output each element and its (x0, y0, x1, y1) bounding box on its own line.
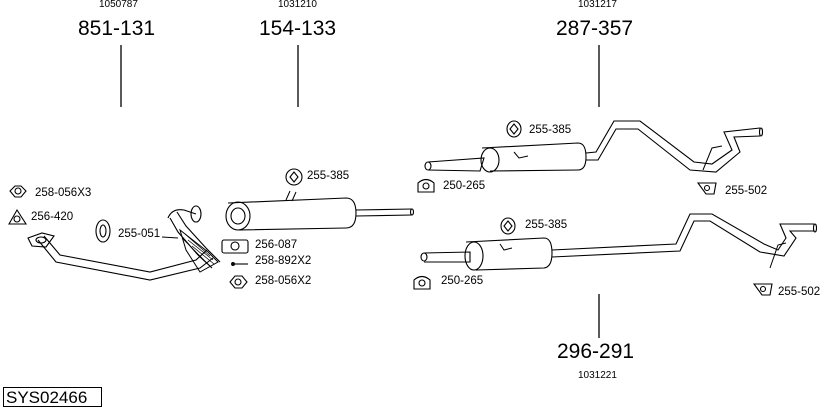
leader-255-051 (161, 236, 179, 239)
bolt-icon-258-892 (231, 262, 248, 266)
label-255-051: 255-051 (118, 228, 161, 240)
front-pipe (37, 205, 221, 281)
part-number-2: 154-133 (259, 17, 337, 40)
clamp-icon-255-051 (95, 219, 111, 243)
nut-icon-left (9, 185, 27, 198)
system-code-box: SYS02466 (3, 387, 102, 407)
bracket-icon-lower-255-502 (752, 283, 773, 296)
part-ref-2: 1031210 (278, 0, 317, 10)
label-250-265-lower: 250-265 (441, 275, 484, 287)
label-258-056x3: 258-056X3 (35, 187, 92, 199)
label-258-892x2: 258-892X2 (255, 255, 312, 267)
clamp-icon-lower-250-265 (413, 275, 431, 290)
bracket-icon-upper-255-502 (696, 182, 717, 195)
part-ref-3: 1031217 (578, 0, 617, 10)
label-256-420: 256-420 (31, 211, 74, 223)
part-ref-4: 1031221 (578, 370, 617, 381)
part-number-3: 287-357 (556, 17, 634, 40)
part-ref-1: 1050787 (99, 0, 138, 10)
hanger-icon-lower (500, 217, 516, 235)
label-255-502-lower: 255-502 (778, 286, 821, 298)
hanger-icon-mid (285, 168, 303, 186)
hanger-icon-upper (506, 120, 522, 138)
gasket-icon-left (8, 208, 28, 225)
clamp-icon-upper-250-265 (417, 178, 435, 193)
gasket-icon-256-087 (221, 239, 249, 254)
rear-silencer-upper (424, 120, 764, 173)
front-flange (27, 232, 55, 248)
label-255-385-lower: 255-385 (525, 219, 568, 231)
label-255-385-mid: 255-385 (307, 170, 350, 182)
part-number-1: 851-131 (78, 17, 156, 40)
rear-silencer-lower (420, 213, 818, 271)
label-250-265-upper: 250-265 (443, 180, 486, 192)
label-255-385-upper: 255-385 (529, 124, 572, 136)
part-number-4: 296-291 (557, 340, 635, 363)
label-258-056x2: 258-056X2 (255, 275, 312, 287)
front-silencer (225, 190, 415, 231)
label-256-087: 256-087 (255, 239, 298, 251)
nut-icon-258-056x2 (229, 275, 248, 289)
label-255-502-upper: 255-502 (725, 185, 768, 197)
